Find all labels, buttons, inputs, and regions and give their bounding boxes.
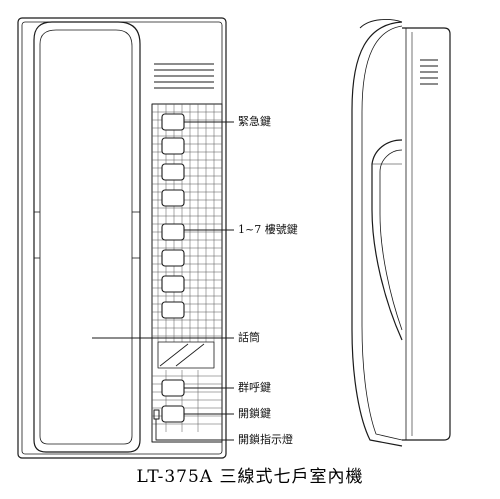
side-view-body <box>402 27 451 441</box>
speaker-grille-front <box>154 63 214 89</box>
unlock-key-label: 開鎖鍵 <box>238 407 271 420</box>
floor-keys-label: 1~7 樓號鍵 <box>238 223 298 236</box>
leader-lines <box>92 121 234 441</box>
floor-key-5 <box>161 249 185 267</box>
handset-label: 話筒 <box>238 331 260 344</box>
handset-cradle-side <box>371 139 403 341</box>
emergency-key <box>161 113 185 131</box>
unlock-indicator-label: 開鎖指示燈 <box>238 433 293 446</box>
unlock-indicator-lamp <box>153 409 160 420</box>
floor-key-6 <box>161 275 185 293</box>
floor-keys <box>161 137 185 319</box>
floor-key-7 <box>161 301 185 319</box>
group-call-key <box>161 379 185 397</box>
floor-key-1 <box>161 137 185 155</box>
floor-key-3 <box>161 189 185 207</box>
group-call-key-label: 群呼鍵 <box>238 381 271 394</box>
handset-front <box>33 21 141 453</box>
emergency-key-label: 緊急鍵 <box>238 115 271 128</box>
handset-side <box>351 19 403 447</box>
unlock-key <box>161 405 185 423</box>
floor-key-4 <box>161 223 185 241</box>
floor-key-2 <box>161 163 185 181</box>
model-caption: LT-375A 三線式七戶室內機 <box>136 467 364 487</box>
